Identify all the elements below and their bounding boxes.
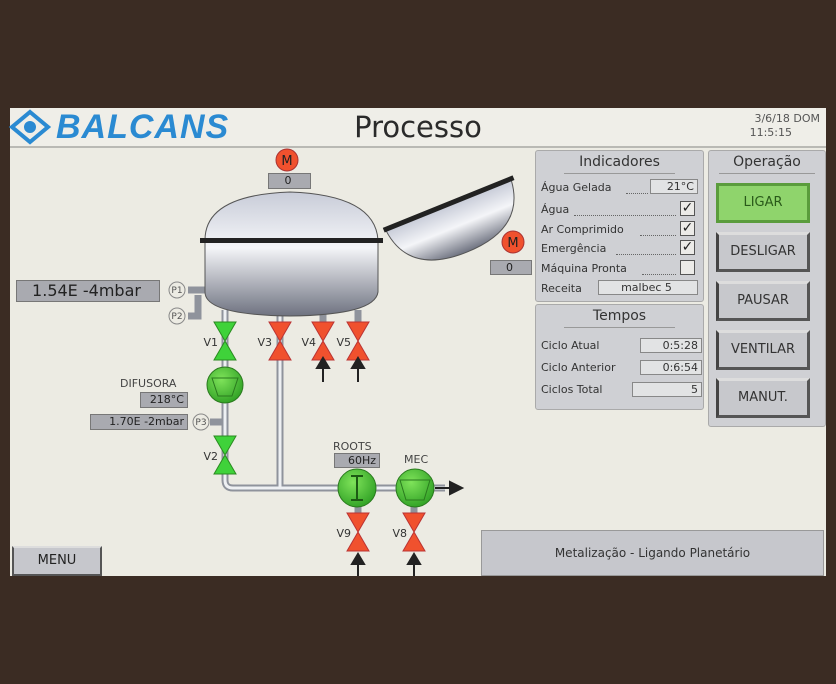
menu-button[interactable]: MENU bbox=[12, 546, 102, 576]
ligar-button[interactable]: LIGAR bbox=[716, 183, 810, 223]
motor-value: 0 bbox=[490, 260, 532, 275]
svg-text:M: M bbox=[281, 154, 292, 169]
ciclo-atual-label: Ciclo Atual bbox=[541, 339, 600, 352]
svg-text:P3: P3 bbox=[195, 418, 206, 428]
svg-text:P1: P1 bbox=[171, 286, 182, 296]
valve-label: V9 bbox=[336, 527, 351, 540]
valve-v5[interactable] bbox=[346, 321, 370, 361]
agua-gelada-label: Água Gelada bbox=[541, 181, 612, 194]
valve-label: V1 bbox=[203, 336, 218, 349]
motor-icon[interactable]: M bbox=[501, 230, 525, 254]
valve-v3[interactable] bbox=[268, 321, 292, 361]
svg-text:M: M bbox=[507, 236, 518, 251]
valve-v4[interactable] bbox=[311, 321, 335, 361]
ciclo-anterior-label: Ciclo Anterior bbox=[541, 361, 616, 374]
indicator-label: Ar Comprimido bbox=[541, 223, 624, 236]
difusora-pressure: 1.70E -2mbar bbox=[90, 414, 188, 430]
indicator-label: Máquina Pronta bbox=[541, 262, 627, 275]
agua-checkbox: ✓ bbox=[680, 200, 695, 216]
time-display: 11:5:15 bbox=[749, 126, 792, 139]
roots-label: ROOTS bbox=[333, 440, 372, 453]
date-display: 3/6/18 DOM bbox=[754, 112, 820, 125]
indicadores-panel: Indicadores Água Gelada 21°C Água ✓ Ar C… bbox=[535, 150, 704, 302]
gauge-p3: P3 bbox=[192, 413, 210, 431]
mec-pump[interactable] bbox=[395, 468, 435, 508]
chamber-pressure: 1.54E -4mbar bbox=[16, 280, 160, 302]
page-title: Processo bbox=[354, 110, 482, 144]
chamber-lid bbox=[382, 175, 515, 261]
roots-frequency: 60Hz bbox=[334, 453, 380, 468]
ciclo-atual-value: 0:5:28 bbox=[640, 338, 702, 353]
logo-icon bbox=[8, 109, 52, 145]
ciclo-anterior-value: 0:6:54 bbox=[640, 360, 702, 375]
flow-arrows bbox=[315, 356, 465, 576]
difusora-temp: 218°C bbox=[140, 392, 188, 408]
ventilar-button[interactable]: VENTILAR bbox=[716, 330, 810, 370]
difusora-pump[interactable] bbox=[206, 366, 244, 404]
agua-gelada-value: 21°C bbox=[650, 179, 698, 194]
valve-label: V4 bbox=[301, 336, 316, 349]
maquina-pronta-checkbox bbox=[680, 260, 695, 275]
header-bar bbox=[10, 108, 826, 148]
roots-pump[interactable] bbox=[337, 468, 377, 508]
ciclos-total-value: 5 bbox=[632, 382, 702, 397]
operacao-title: Operação bbox=[733, 154, 801, 170]
valve-v8[interactable] bbox=[402, 512, 426, 552]
receita-value[interactable]: malbec 5 bbox=[598, 280, 698, 295]
valve-v2[interactable] bbox=[213, 435, 237, 475]
valve-label: V2 bbox=[203, 450, 218, 463]
valve-label: V5 bbox=[336, 336, 351, 349]
tempos-panel: Tempos Ciclo Atual 0:5:28 Ciclo Anterior… bbox=[535, 304, 704, 410]
gauge-p1: P1 bbox=[168, 281, 186, 299]
vacuum-chamber bbox=[200, 191, 383, 317]
svg-text:P2: P2 bbox=[171, 312, 182, 322]
gauge-p2: P2 bbox=[168, 307, 186, 325]
mec-label: MEC bbox=[404, 453, 429, 466]
desligar-button[interactable]: DESLIGAR bbox=[716, 232, 810, 272]
valve-v9[interactable] bbox=[346, 512, 370, 552]
manut-button[interactable]: MANUT. bbox=[716, 378, 810, 418]
ar-comprimido-checkbox: ✓ bbox=[680, 220, 695, 236]
motor-icon[interactable]: M bbox=[275, 148, 299, 172]
indicadores-title: Indicadores bbox=[579, 154, 660, 170]
ciclos-total-label: Ciclos Total bbox=[541, 383, 603, 396]
valve-label: V8 bbox=[392, 527, 407, 540]
valve-v1[interactable] bbox=[213, 321, 237, 361]
valve-label: V3 bbox=[257, 336, 272, 349]
tempos-title: Tempos bbox=[592, 308, 647, 324]
indicator-label: Emergência bbox=[541, 242, 607, 255]
receita-label: Receita bbox=[541, 282, 582, 295]
emergencia-checkbox: ✓ bbox=[680, 239, 695, 255]
pausar-button[interactable]: PAUSAR bbox=[716, 281, 810, 321]
status-bar: Metalização - Ligando Planetário bbox=[481, 530, 824, 576]
indicator-label: Água bbox=[541, 203, 570, 216]
difusora-label: DIFUSORA bbox=[120, 377, 177, 390]
motor-value: 0 bbox=[268, 173, 311, 189]
balcans-logo: BALCANS bbox=[56, 108, 230, 146]
